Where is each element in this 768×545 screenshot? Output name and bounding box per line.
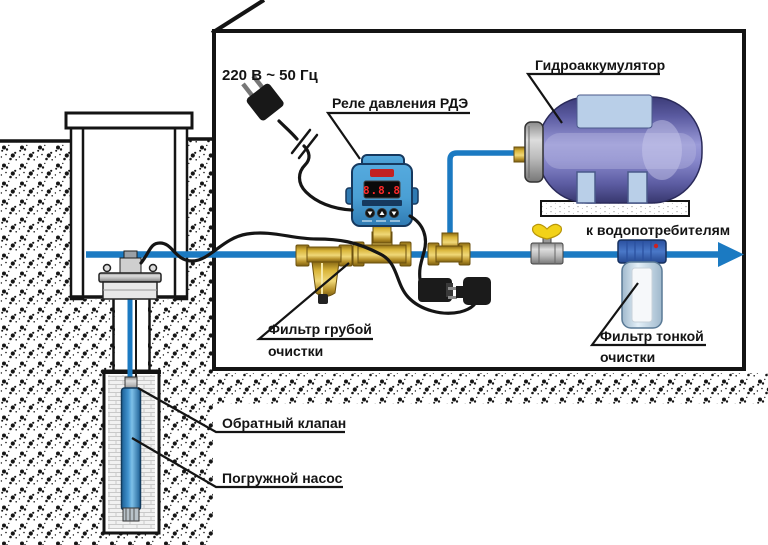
coarse-filter-label: Фильтр грубой очистки	[268, 321, 376, 359]
plug-body	[246, 83, 284, 121]
tank-mid-band	[544, 133, 696, 169]
plug-pin-top	[448, 287, 457, 290]
cables	[139, 119, 479, 315]
coarse-filter-head	[306, 246, 342, 263]
well-pit-wall-left	[69, 123, 85, 301]
plug-pin-bottom	[448, 296, 457, 299]
tank-leg-left	[576, 171, 596, 204]
submersible-pump	[120, 376, 142, 522]
relay-display-digits: 8.8.8	[363, 184, 401, 197]
hydroaccumulator	[513, 94, 703, 217]
triangle-down-icon	[391, 211, 397, 216]
pump-plug-body	[463, 277, 491, 305]
pump-connector	[418, 277, 491, 305]
relay-label-strip	[362, 200, 402, 206]
pump-intake-grill	[122, 507, 140, 522]
coarse-filter-drain	[318, 294, 328, 304]
tank-inlet-nipple	[513, 146, 527, 163]
fine-filter-label: Фильтр тонкой очистки	[600, 328, 708, 365]
tank-highlight	[642, 120, 682, 180]
tee-to-tank	[427, 232, 471, 266]
soil-band-under-house	[186, 373, 768, 404]
callouts: 220 В ~ 50 Гц Реле давления РДЭ Гидроакк…	[131, 57, 730, 489]
fine-filter-leader	[589, 282, 706, 347]
plug-prong-left	[241, 82, 255, 98]
accumulator-leader	[525, 72, 660, 124]
filter-cartridge	[631, 267, 653, 323]
wellhead	[98, 250, 162, 300]
tank-riser-pipe	[447, 150, 522, 257]
tank-flange	[524, 121, 544, 183]
pressure-release-button[interactable]	[653, 243, 659, 249]
fine-filter-cap	[617, 239, 667, 264]
valve-handle[interactable]	[531, 223, 563, 240]
well-pit-wall-right	[173, 123, 189, 301]
relay-power-cable-upper	[277, 119, 299, 141]
pump-power-cable	[139, 231, 479, 315]
flow-arrow-icon	[718, 242, 744, 267]
pump-body	[120, 387, 142, 511]
wellhead-fitting	[119, 257, 142, 275]
wellhead-flange	[98, 272, 162, 283]
triangle-down-icon	[367, 211, 373, 216]
cap-ribs	[626, 241, 652, 262]
cable-break-slash-1	[290, 128, 312, 155]
pressure-relay-label: Реле давления РДЭ	[332, 95, 468, 111]
submersible-pump-leader	[131, 437, 343, 489]
plug-prong-right	[251, 74, 265, 90]
pressure-relay: 8.8.8	[345, 154, 419, 244]
submersible-pump-label: Погружной насос	[222, 470, 343, 486]
plug-neck	[456, 286, 465, 298]
wellhead-eye-right	[148, 263, 158, 273]
power-supply-label: 220 В ~ 50 Гц	[222, 67, 318, 84]
relay-buttons[interactable]	[365, 208, 399, 218]
roof-line	[210, 0, 266, 35]
pressure-relay-leader	[325, 111, 470, 160]
fine-filter	[617, 239, 667, 329]
tank-leg-right	[627, 171, 648, 204]
relay-logo	[370, 169, 394, 177]
check-valve-leader	[137, 387, 345, 434]
triangle-up-icon	[379, 211, 385, 215]
wellhead-eye-left	[102, 263, 112, 273]
check-valve-label: Обратный клапан	[222, 415, 346, 431]
cable-break-slash-2	[297, 133, 319, 160]
ball-valve	[530, 223, 564, 265]
valve-body	[530, 242, 564, 265]
consumers-label: к водопотребителям	[586, 222, 730, 238]
power-plug	[241, 74, 284, 121]
accumulator-label: Гидроаккумулятор	[535, 57, 665, 73]
well-cap	[64, 111, 194, 130]
tank-label-patch	[576, 94, 653, 129]
coarse-filter-leader	[255, 262, 373, 341]
relay-output-cable	[408, 214, 428, 282]
grill-slots	[125, 508, 135, 521]
relay-power-cable-lower	[297, 144, 354, 212]
socket-body	[418, 278, 452, 302]
tee2-body	[435, 245, 463, 263]
relay-display	[363, 180, 401, 199]
